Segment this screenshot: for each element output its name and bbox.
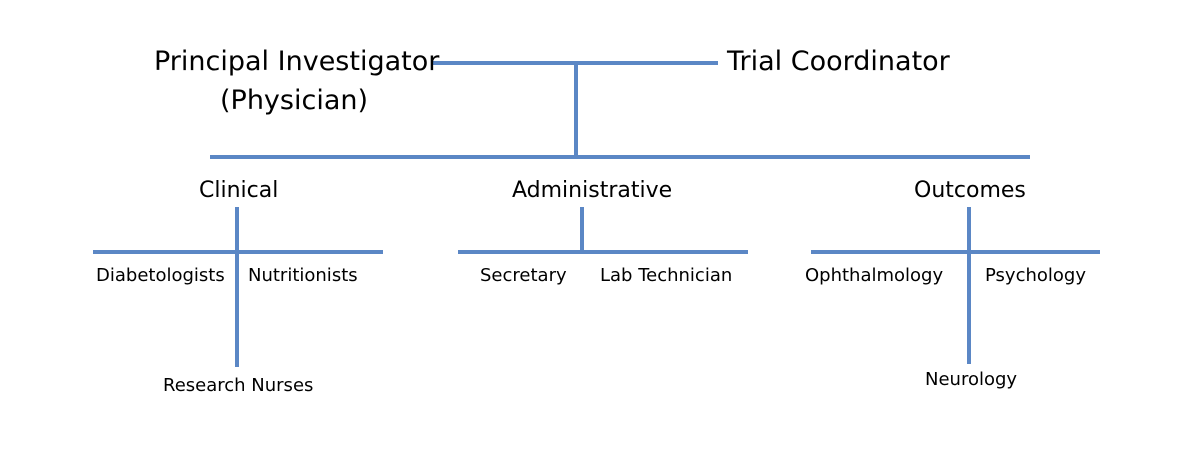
- trial-coordinator-label: Trial Coordinator: [727, 46, 950, 77]
- member-neurology: Neurology: [925, 369, 1018, 390]
- outcomes-bar: [811, 250, 1100, 254]
- administrative-title: Administrative: [512, 178, 673, 203]
- member-secretary: Secretary: [480, 265, 567, 286]
- member-ophthalmology: Ophthalmology: [805, 265, 944, 286]
- administrative-trunk: [580, 207, 584, 252]
- principal-investigator-role: (Physician): [220, 85, 369, 116]
- outcomes-trunk: [967, 207, 971, 364]
- departments-bar: [210, 155, 1030, 159]
- member-nutritionists: Nutritionists: [248, 265, 358, 286]
- member-diabetologists: Diabetologists: [96, 265, 225, 286]
- member-research-nurses: Research Nurses: [163, 375, 314, 396]
- clinical-trunk: [235, 207, 239, 367]
- outcomes-title: Outcomes: [914, 178, 1026, 203]
- member-psychology: Psychology: [985, 265, 1086, 286]
- leadership-trunk: [574, 63, 578, 155]
- administrative-bar: [458, 250, 748, 254]
- member-lab-technician: Lab Technician: [600, 265, 733, 286]
- principal-investigator-label: Principal Investigator: [154, 46, 440, 77]
- clinical-title: Clinical: [199, 178, 279, 203]
